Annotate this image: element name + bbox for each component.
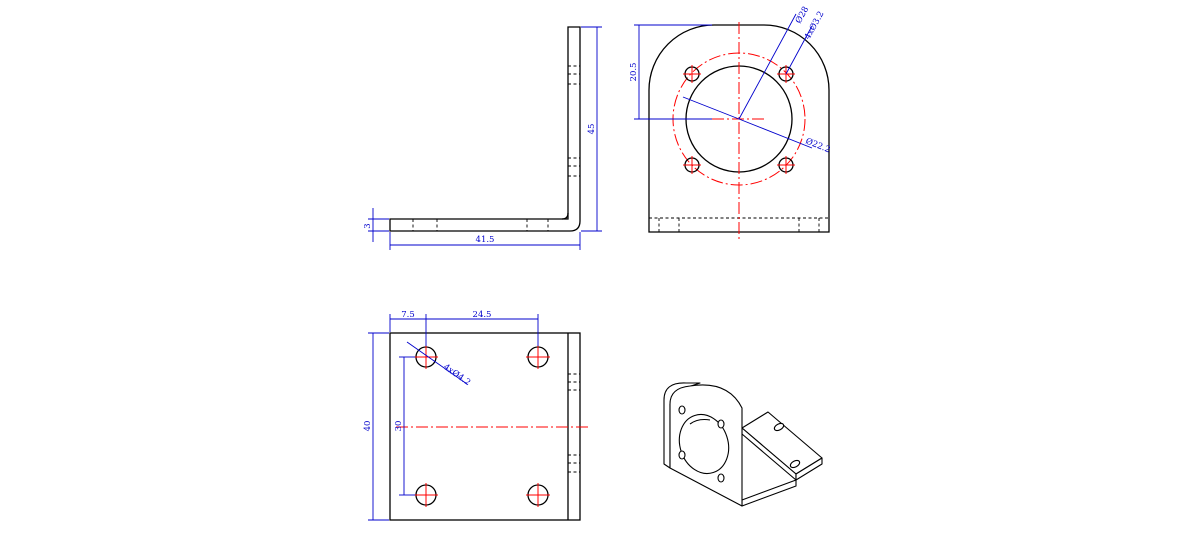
leader-line-pcd [738,118,813,149]
top-view-hole [414,345,438,369]
dim-label-front-height: 20.5 [629,63,639,82]
top-view-hole [526,345,550,369]
front-view-hole [683,65,701,83]
dim-label-offset: 7.5 [401,310,415,320]
dim-label-thickness: 3 [363,223,373,228]
front-view-hole [777,156,795,174]
dim-label-spacing-x: 24.5 [473,310,492,320]
isometric-view [663,382,823,507]
iso-bore-inner-edge [689,418,711,425]
dim-label-width: 40 [363,421,373,432]
dim-label-length: 41.5 [476,235,495,245]
side-view-inner-bend [561,212,569,220]
iso-plate-hole [717,419,725,429]
leader-line-bore [738,13,797,120]
dim-label-spacing-y: 30 [394,421,404,432]
iso-plate-hole [678,405,686,415]
leader-line-pcd-extension [682,96,740,120]
top-view-hole [526,483,550,507]
iso-base-edge [795,457,823,481]
leader-line-holes [785,25,813,75]
iso-base-hole [773,422,785,432]
leader-line-top-holes [406,341,468,385]
side-view-profile [389,26,581,232]
front-view-hole [683,156,701,174]
top-view: 7.5 24.5 4xØ4.2 30 40 [363,310,590,521]
dim-label-height: 45 [587,124,597,135]
label-top-holes: 4xØ4.2 [441,361,472,388]
label-pcd: Ø22.2 [804,136,832,156]
top-view-hole [414,483,438,507]
front-view: 20.5 Ø28 4xØ3.2 Ø22.2 [629,5,832,240]
iso-base-underside [741,479,797,507]
side-view: 45 3 41.5 [363,26,602,250]
iso-base-hole [789,459,801,469]
iso-plate-hole [717,473,725,483]
front-view-outline [648,24,830,233]
iso-plate-hole [678,450,686,460]
